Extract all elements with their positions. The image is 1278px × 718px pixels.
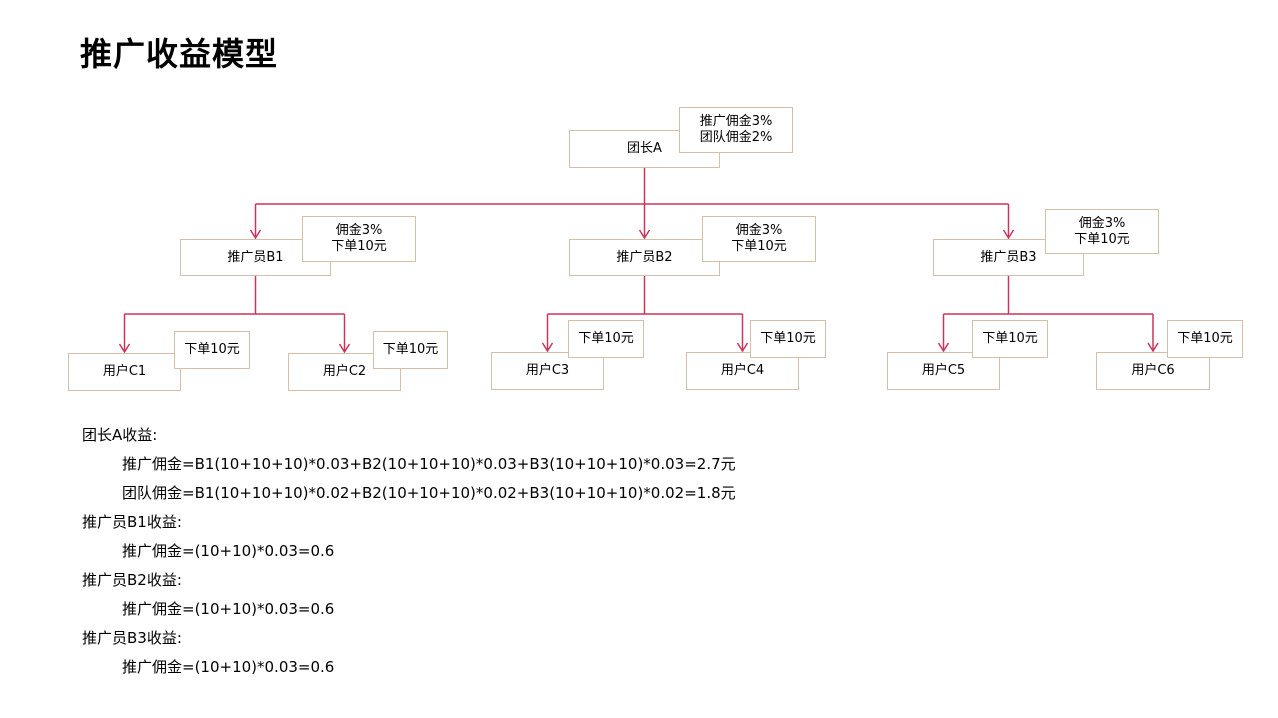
formula-line: 推广佣金=B1(10+10+10)*0.03+B2(10+10+10)*0.03… <box>122 455 736 473</box>
arrowhead-C2 <box>338 343 351 354</box>
node-C1: 用户C1 <box>68 353 181 391</box>
note-C4: 下单10元 <box>750 320 826 358</box>
arrowhead-B2 <box>638 229 651 240</box>
node-C4: 用户C4 <box>686 352 799 390</box>
arrowhead-C4 <box>736 342 749 353</box>
arrowhead-B1 <box>249 229 262 240</box>
note-line: 下单10元 <box>184 342 240 357</box>
arrowhead-B3 <box>1002 229 1015 240</box>
node-label: 团长A <box>627 141 662 156</box>
arrowhead-C3 <box>541 342 554 353</box>
node-label: 用户C3 <box>525 363 570 378</box>
arrowhead-C5 <box>937 342 950 353</box>
formula-line: 推广佣金=(10+10)*0.03=0.6 <box>122 542 335 560</box>
note-C1: 下单10元 <box>174 331 250 369</box>
earnings-calculation: 团长A收益: 推广佣金=B1(10+10+10)*0.03+B2(10+10+10… <box>82 421 736 682</box>
note-line: 下单10元 <box>731 239 787 254</box>
node-C6: 用户C6 <box>1096 352 1210 390</box>
note-C5: 下单10元 <box>972 320 1048 358</box>
note-A: 推广佣金3%团队佣金2% <box>679 107 793 153</box>
node-label: 推广员B1 <box>227 249 284 265</box>
note-line: 下单10元 <box>982 331 1038 346</box>
note-C6: 下单10元 <box>1167 320 1243 358</box>
note-line: 推广佣金3% <box>699 114 773 129</box>
arrowhead-C1 <box>118 343 131 354</box>
node-label: 用户C2 <box>322 364 367 379</box>
note-B3: 佣金3%下单10元 <box>1045 209 1159 254</box>
note-line: 团队佣金2% <box>699 130 773 145</box>
note-C3: 下单10元 <box>568 320 644 358</box>
formula-line: 团队佣金=B1(10+10+10)*0.02+B2(10+10+10)*0.02… <box>122 484 736 502</box>
node-C5: 用户C5 <box>887 352 1000 390</box>
node-C3: 用户C3 <box>491 352 604 390</box>
note-line: 下单10元 <box>760 331 816 346</box>
node-label: 用户C6 <box>1131 363 1175 378</box>
note-B2: 佣金3%下单10元 <box>702 216 816 262</box>
node-label: 用户C4 <box>720 363 765 378</box>
formula-line: 推广佣金=(10+10)*0.03=0.6 <box>122 600 335 618</box>
formula-line: 推广佣金=(10+10)*0.03=0.6 <box>122 658 335 676</box>
earnings-heading: 推广员B1收益: <box>82 513 182 531</box>
node-label: 推广员B2 <box>616 249 673 265</box>
note-line: 下单10元 <box>1074 231 1130 247</box>
note-line: 下单10元 <box>331 239 387 254</box>
earnings-heading: 推广员B3收益: <box>82 629 182 647</box>
note-line: 下单10元 <box>578 331 634 346</box>
note-line: 下单10元 <box>382 342 439 357</box>
arrowhead-C6 <box>1147 342 1159 353</box>
note-line: 下单10元 <box>1177 331 1233 346</box>
node-label: 推广员B3 <box>980 249 1037 265</box>
earnings-heading: 团长A收益: <box>82 426 158 444</box>
node-label: 用户C5 <box>921 363 966 378</box>
page-title: 推广收益模型 <box>80 35 279 73</box>
note-line: 佣金3% <box>335 223 383 238</box>
node-label: 用户C1 <box>102 364 147 379</box>
node-B2: 推广员B2 <box>569 239 720 276</box>
note-C2: 下单10元 <box>373 331 448 369</box>
note-line: 佣金3% <box>735 223 783 238</box>
note-line: 佣金3% <box>1078 215 1126 231</box>
earnings-heading: 推广员B2收益: <box>82 571 182 589</box>
connector-lines <box>118 168 1159 354</box>
note-B1: 佣金3%下单10元 <box>302 216 416 262</box>
